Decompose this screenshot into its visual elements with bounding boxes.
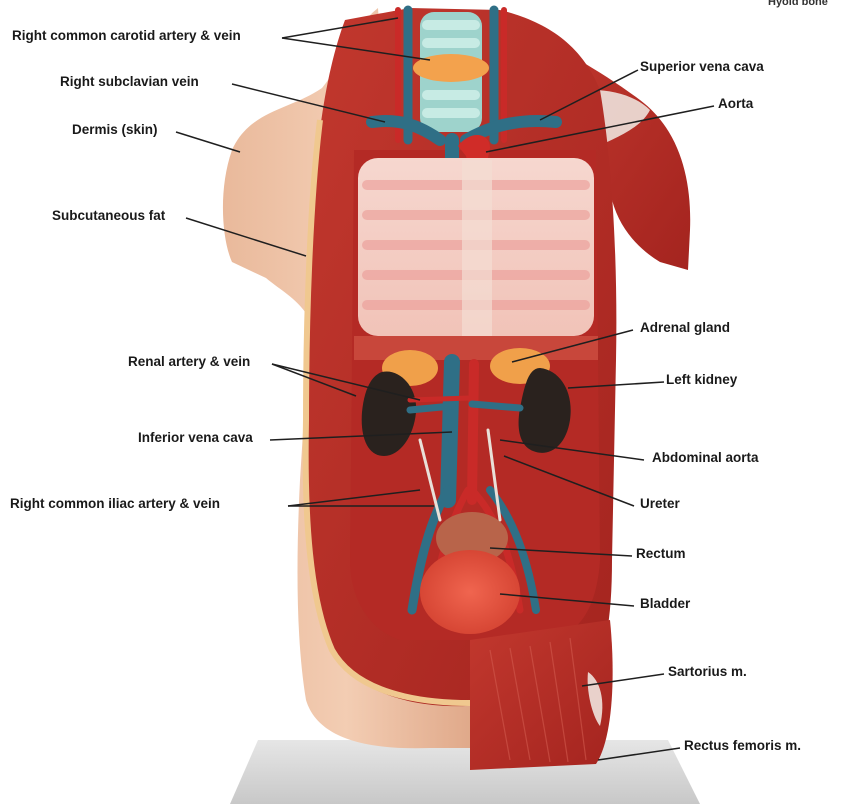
label-subcutaneous-fat: Subcutaneous fat — [52, 208, 165, 224]
label-inferior-vena-cava: Inferior vena cava — [138, 430, 253, 446]
label-left-kidney: Left kidney — [666, 372, 737, 388]
label-abdominal-aorta: Abdominal aorta — [652, 450, 759, 466]
label-rectus-femoris: Rectus femoris m. — [684, 738, 801, 754]
label-superior-vena-cava: Superior vena cava — [640, 59, 764, 75]
label-dermis: Dermis (skin) — [72, 122, 158, 138]
label-renal-artery-vein: Renal artery & vein — [128, 354, 250, 370]
label-right-subclavian-vein: Right subclavian vein — [60, 74, 199, 90]
bladder — [420, 550, 520, 634]
label-right-common-carotid: Right common carotid artery & vein — [12, 28, 241, 44]
sternum — [462, 160, 492, 336]
label-sartorius: Sartorius m. — [668, 664, 747, 680]
label-adrenal-gland: Adrenal gland — [640, 320, 730, 336]
thyroid — [413, 54, 489, 82]
label-aorta: Aorta — [718, 96, 753, 112]
label-bladder: Bladder — [640, 596, 690, 612]
label-rectum: Rectum — [636, 546, 686, 562]
display-stand — [230, 740, 700, 804]
label-hyoid-bone: Hyoid bone — [768, 0, 828, 10]
label-ureter: Ureter — [640, 496, 680, 512]
label-right-common-iliac: Right common iliac artery & vein — [10, 496, 220, 512]
